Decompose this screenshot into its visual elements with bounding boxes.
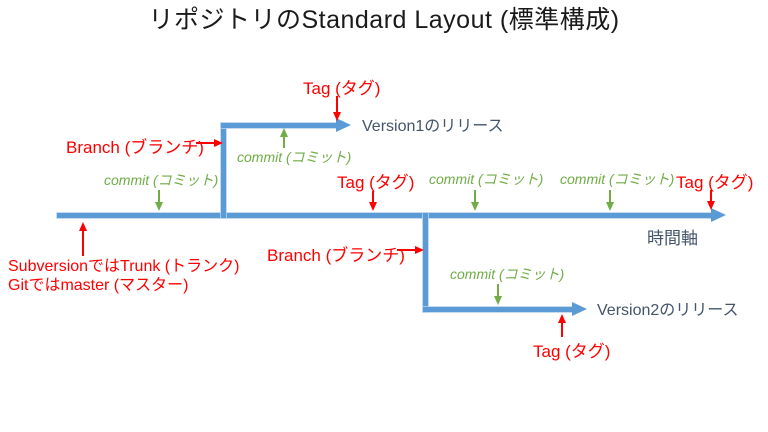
commit-label-trunk3: commit (コミット) [560,171,675,187]
branch1-vertical-line [221,123,226,218]
branch-arrow-version2 [397,249,416,251]
branch-arrow-version1 [196,142,215,144]
commit-arrow-branch2 [497,284,499,297]
tag-arrowhead-mid-icon [369,202,377,211]
tag-label-version2: Tag (タグ) [533,342,611,361]
main-timeline-line [57,213,713,218]
tag-arrow-right [710,190,712,202]
commit-arrow-trunk3 [609,190,611,203]
commit-arrow-trunk2 [474,190,476,203]
main-timeline-arrowhead-icon [711,208,726,222]
tag-arrow-version1 [336,96,338,113]
commit-arrowhead-branch2-icon [494,296,502,305]
tag-arrow-version2 [561,322,563,337]
tag-arrow-mid [372,191,374,203]
commit-arrow-trunk1 [158,190,160,203]
commit-arrowhead-trunk1-icon [155,202,163,211]
tag-arrowhead-right-icon [707,201,715,210]
commit-arrowhead-trunk3-icon [606,202,614,211]
trunk-name-line2: Gitではmaster (マスター) [8,277,189,294]
branch1-horizontal-line [221,123,338,128]
version1-release-label: Version1のリリース [362,118,504,135]
trunk-arrowhead-icon [79,222,87,231]
commit-label-trunk2: commit (コミット) [429,171,544,187]
tag-label-right: Tag (タグ) [676,173,754,192]
branch2-horizontal-line [423,307,574,312]
commit-arrow-branch1 [283,136,285,148]
page-title: リポジトリのStandard Layout (標準構成) [148,6,620,34]
commit-label-branch1: commit (コミット) [237,149,352,165]
branch-arrowhead-version2-icon [415,246,424,254]
trunk-name-line1: SubversionではTrunk (トランク) [8,258,240,275]
tag-arrowhead-version1-icon [333,112,341,121]
tag-label-mid: Tag (タグ) [337,173,415,192]
commit-label-branch2: commit (コミット) [450,266,565,282]
tag-arrowhead-version2-icon [558,314,566,323]
time-axis-label: 時間軸 [647,229,698,248]
commit-arrowhead-trunk2-icon [471,202,479,211]
branch-label-version2: Branch (ブランチ) [267,246,405,265]
version2-release-label: Version2のリリース [597,302,739,319]
branch-arrowhead-version1-icon [214,139,223,147]
branch2-vertical-line [423,213,428,312]
commit-arrowhead-branch1-icon [280,128,288,137]
tag-label-version1: Tag (タグ) [303,79,381,98]
branch-label-version1: Branch (ブランチ) [66,138,204,157]
branch2-arrowhead-icon [572,302,587,316]
trunk-arrow [82,230,84,256]
commit-label-trunk1: commit (コミット) [104,172,219,188]
branch1-arrowhead-icon [336,118,351,132]
